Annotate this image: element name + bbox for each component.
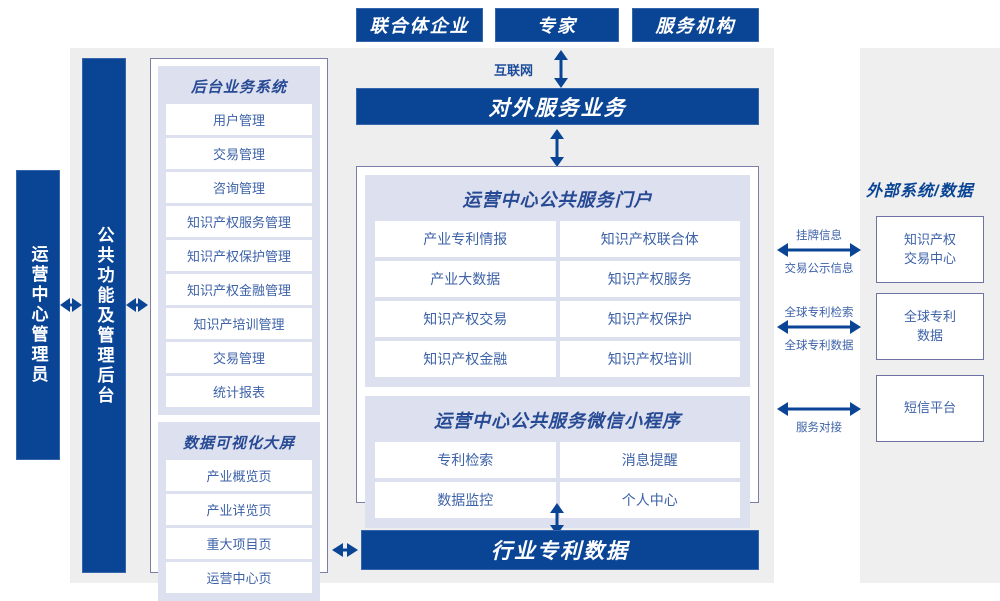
portal-item[interactable]: 知识产权交易: [375, 301, 556, 337]
module-item[interactable]: 知识产权服务管理: [166, 206, 312, 237]
module-item[interactable]: 产业概览页: [166, 460, 312, 491]
module-item[interactable]: 咨询管理: [166, 172, 312, 203]
role-bar-operations-center-admin[interactable]: 运营中心管理员: [16, 170, 60, 460]
external-link-label-below: 交易公示信息: [784, 263, 854, 275]
portal-card: 运营中心公共服务门户 产业专利情报 知识产权联合体 产业大数据 知识产权服务 知…: [365, 175, 750, 387]
data-visualization-card: 数据可视化大屏 产业概览页 产业详览页 重大项目页 运营中心页: [158, 422, 320, 601]
external-box-sms-platform[interactable]: 短信平台: [876, 375, 984, 442]
portal-item[interactable]: 知识产权保护: [559, 301, 740, 337]
industry-patent-data-bar[interactable]: 行业专利数据: [361, 530, 759, 570]
internet-arrow: [552, 50, 570, 88]
external-box-line1: 全球专利: [903, 308, 956, 324]
external-link-arrow-global-patent: [777, 319, 861, 335]
backend-system-card: 后台业务系统 用户管理 交易管理 咨询管理 知识产权服务管理 知识产权保护管理 …: [158, 66, 320, 415]
external-box-ip-trading-center[interactable]: 知识产权 交易中心: [876, 216, 984, 283]
external-box-line1: 短信平台: [903, 400, 956, 416]
external-service-business-bar[interactable]: 对外服务业务: [356, 88, 759, 125]
external-box-line1: 知识产权: [903, 231, 956, 247]
miniprogram-item[interactable]: 数据监控: [375, 482, 556, 518]
module-item[interactable]: 交易管理: [166, 342, 312, 373]
portal-item[interactable]: 知识产权服务: [559, 261, 740, 297]
modules-to-industry-data-arrow: [332, 542, 358, 558]
external-link-arrow-sms: [777, 401, 861, 417]
external-link-label-above: 全球专利检索: [784, 307, 854, 319]
role-bar-public-function-admin-backend[interactable]: 公共功能及管理后台: [82, 58, 126, 573]
module-item[interactable]: 重大项目页: [166, 528, 312, 559]
portal-item[interactable]: 知识产权联合体: [559, 221, 740, 257]
actor-label: 联合体企业: [369, 16, 470, 36]
role-label: 公共功能及管理后台: [94, 225, 114, 406]
portal-item[interactable]: 产业专利情报: [375, 221, 556, 257]
external-link-label-below: 全球专利数据: [784, 340, 854, 352]
role-label: 运营中心管理员: [28, 245, 48, 385]
backend-modules-frame: 后台业务系统 用户管理 交易管理 咨询管理 知识产权服务管理 知识产权保护管理 …: [150, 58, 328, 601]
module-item[interactable]: 产业详览页: [166, 494, 312, 525]
external-link-label-below: 服务对接: [796, 422, 842, 434]
module-item[interactable]: 统计报表: [166, 376, 312, 407]
external-systems-title: 外部系统/数据: [866, 183, 974, 200]
admin-to-backend-arrow: [60, 297, 82, 313]
external-box-line2: 交易中心: [903, 250, 956, 266]
external-box-global-patent-data[interactable]: 全球专利 数据: [876, 293, 984, 360]
miniprogram-item[interactable]: 个人中心: [559, 482, 740, 518]
bar-label: 对外服务业务: [488, 96, 627, 120]
portal-title: 运营中心公共服务门户: [462, 190, 653, 210]
actor-label: 专家: [537, 16, 577, 36]
portal-item[interactable]: 产业大数据: [375, 261, 556, 297]
external-link-arrow-ip-trading: [777, 242, 861, 258]
backend-system-title: 后台业务系统: [190, 79, 287, 96]
external-link-label-above: 挂牌信息: [796, 230, 842, 242]
miniprogram-items-grid: 专利检索 消息提醒 数据监控 个人中心: [375, 442, 740, 518]
miniprogram-item[interactable]: 消息提醒: [559, 442, 740, 478]
actor-label: 服务机构: [655, 16, 736, 36]
actor-box-alliance-enterprise[interactable]: 联合体企业: [356, 8, 483, 42]
module-item[interactable]: 知识产权保护管理: [166, 240, 312, 271]
module-item[interactable]: 用户管理: [166, 104, 312, 135]
internet-label: 互联网: [494, 63, 534, 78]
module-item[interactable]: 运营中心页: [166, 562, 312, 593]
module-item[interactable]: 交易管理: [166, 138, 312, 169]
portal-items-grid: 产业专利情报 知识产权联合体 产业大数据 知识产权服务 知识产权交易 知识产权保…: [375, 221, 740, 377]
data-visualization-title: 数据可视化大屏: [182, 435, 295, 452]
portal-item[interactable]: 知识产权培训: [559, 341, 740, 377]
module-item[interactable]: 知识产权金融管理: [166, 274, 312, 305]
module-item[interactable]: 知识产培训管理: [166, 308, 312, 339]
miniprogram-card: 运营中心公共服务微信小程序 专利检索 消息提醒 数据监控 个人中心: [365, 396, 750, 528]
miniprogram-title: 运营中心公共服务微信小程序: [434, 411, 681, 431]
actor-box-expert[interactable]: 专家: [495, 8, 619, 42]
portal-frame: 运营中心公共服务门户 产业专利情报 知识产权联合体 产业大数据 知识产权服务 知…: [356, 166, 759, 528]
external-box-line2: 数据: [916, 327, 943, 343]
service-to-portal-arrow: [548, 129, 566, 167]
miniprogram-item[interactable]: 专利检索: [375, 442, 556, 478]
bar-label: 行业专利数据: [491, 540, 629, 563]
portal-item[interactable]: 知识产权金融: [375, 341, 556, 377]
actor-box-service-organization[interactable]: 服务机构: [632, 8, 759, 42]
backend-to-modules-arrow: [126, 297, 148, 313]
